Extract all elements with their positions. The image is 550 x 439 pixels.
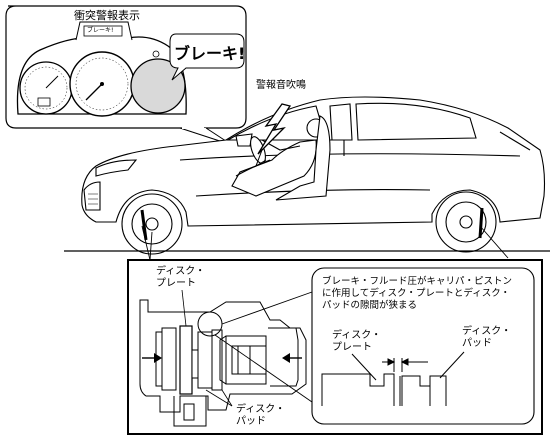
cluster-title: 衝突警報表示: [74, 9, 140, 22]
inset-pad-label: ディスク・ パッド: [462, 326, 512, 349]
detail-leader-lines: [141, 225, 509, 261]
car-side-window-front: [329, 103, 353, 141]
inset-callout: [311, 267, 535, 425]
car-grille: [83, 181, 101, 211]
callout-text: ブレーキ・フルード圧がキャリパ・ピストン に作用してディスク・プレートとディスク…: [322, 276, 513, 311]
disc-plate: [179, 325, 193, 395]
warning-bubble-text: ブレーキ!: [174, 44, 246, 63]
inset-pad: [401, 375, 447, 406]
pad-leader: [205, 389, 233, 407]
car-side-window-rear: [355, 102, 477, 141]
cluster-tag-label: ブレーキ!: [87, 27, 114, 34]
caliper-piston: [219, 335, 267, 385]
cluster-callout: [5, 5, 247, 146]
car-illustration: [81, 96, 546, 255]
alarm-lightning-icon: [255, 103, 292, 168]
car-headlight: [95, 159, 138, 177]
front-wheel: [121, 193, 183, 255]
pressure-arrow-left: [142, 353, 162, 363]
brake-detail-panel: [127, 259, 543, 435]
warning-tag: [83, 25, 123, 37]
rear-wheel: [435, 191, 497, 253]
speedometer-gauge: [69, 51, 135, 117]
tachometer-gauge: [19, 61, 73, 115]
inset-disc-plate: [321, 373, 395, 406]
inner-pad: [161, 327, 177, 391]
disc-plate-leader: [181, 289, 187, 327]
alarm-label: 警報音吹鳴: [256, 80, 306, 91]
disc-plate-label: ディスク・ プレート: [156, 266, 206, 289]
outer-pad: [197, 331, 213, 389]
warning-display: [130, 50, 186, 114]
pressure-arrow-right: [282, 353, 302, 363]
warning-bubble: [169, 33, 245, 81]
pad-label: ディスク・ パッド: [236, 404, 286, 427]
inset-disc-plate-label: ディスク・ プレート: [332, 330, 382, 353]
